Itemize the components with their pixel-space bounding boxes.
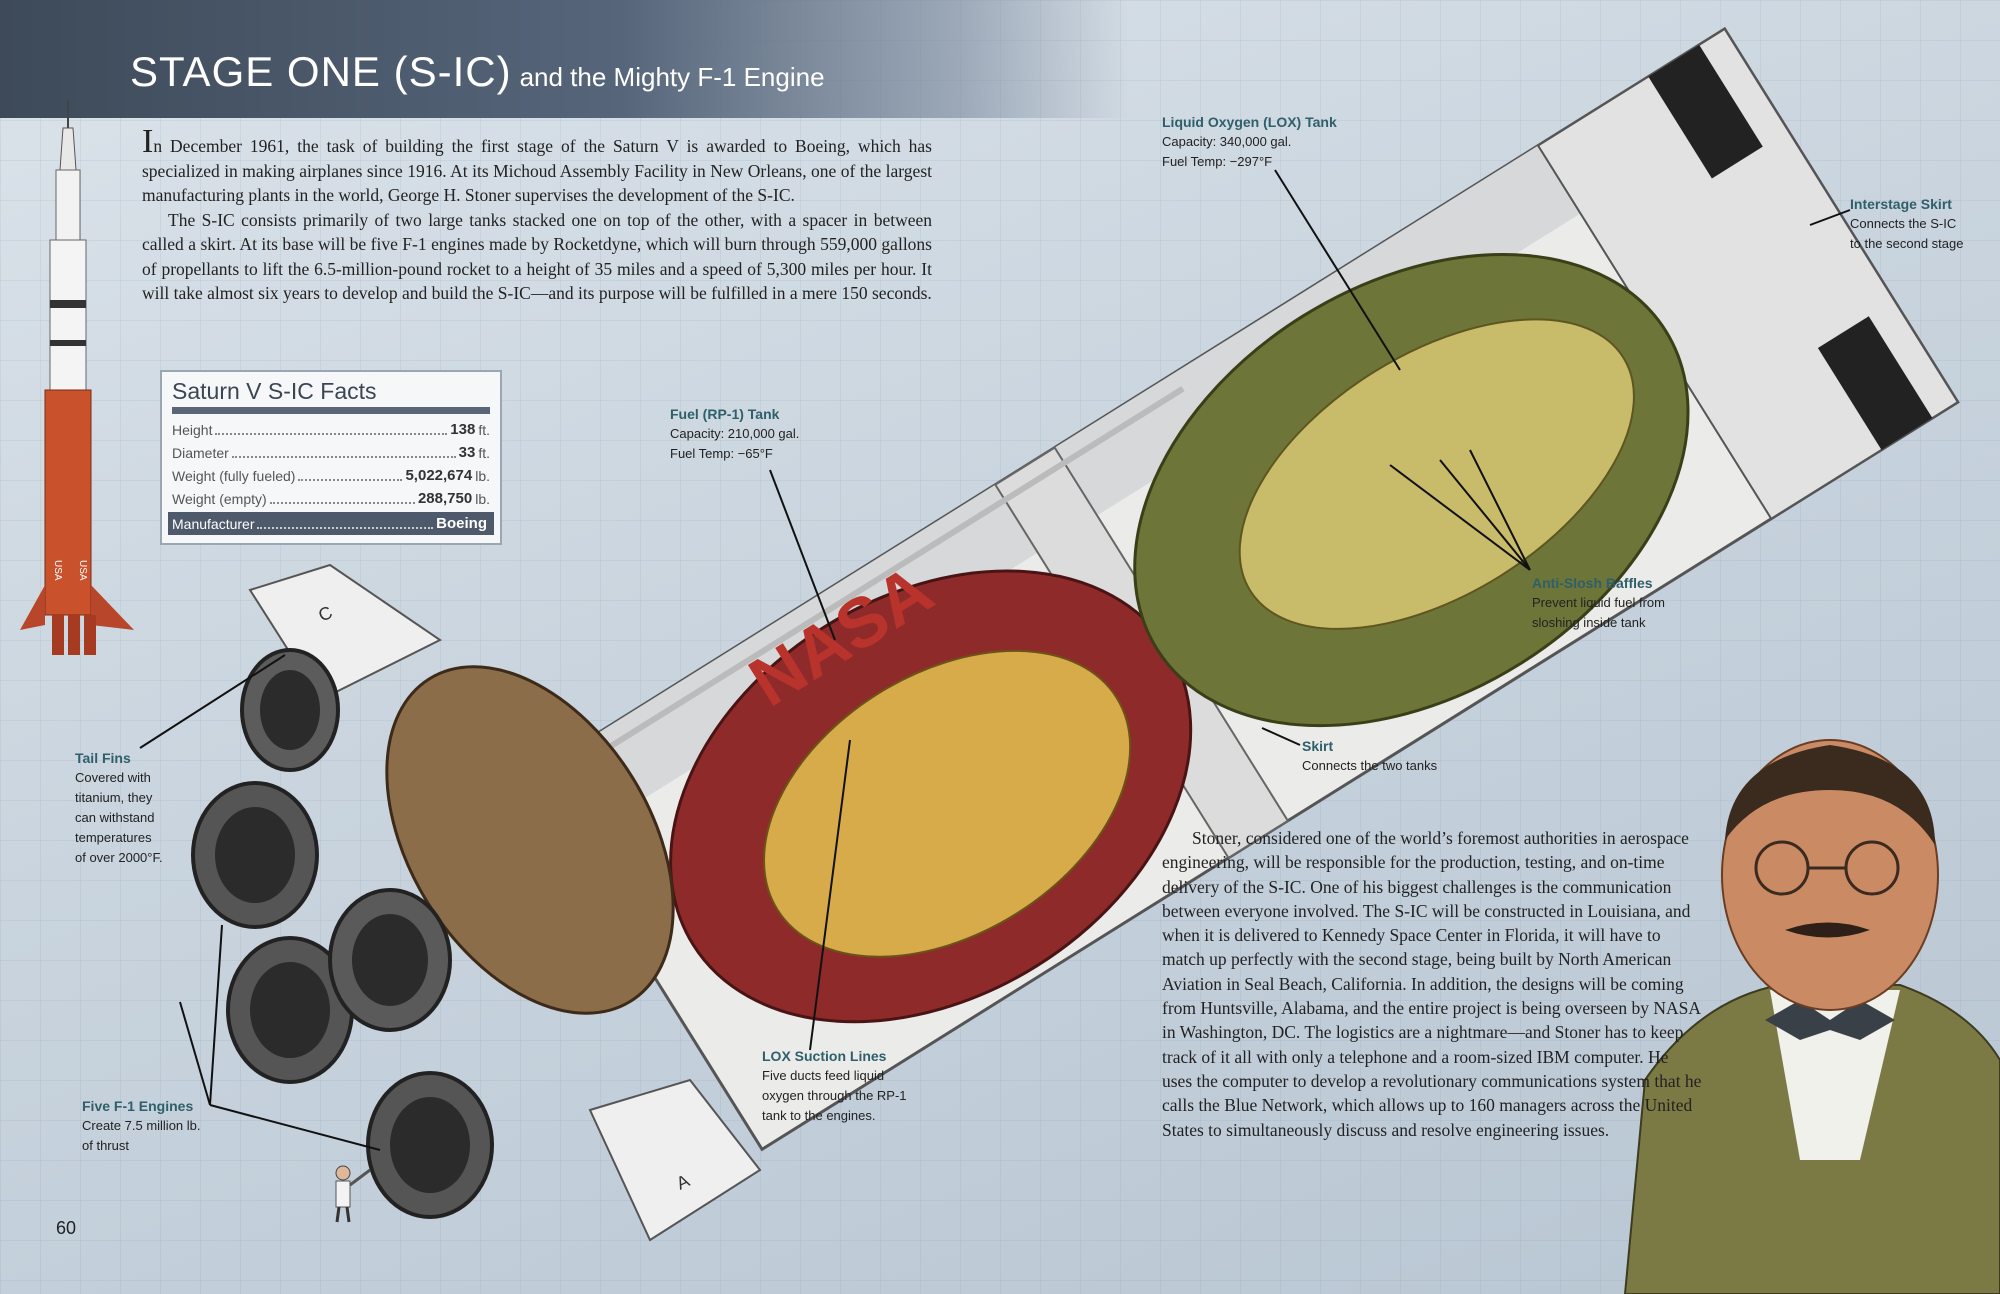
callout-line: Connects the S-IC <box>1850 216 1957 231</box>
facts-unit: lb. <box>475 467 490 484</box>
callout-skirt: Skirt Connects the two tanks <box>1302 736 1437 776</box>
intro-paragraph-1-text: n December 1961, the task of building th… <box>142 136 932 205</box>
facts-value: 288,750 <box>417 490 473 507</box>
intro-paragraph-1: In December 1961, the task of building t… <box>142 125 932 208</box>
callout-lox-suction-lines: LOX Suction Lines Five ducts feed liquid… <box>762 1046 907 1126</box>
intro-paragraph-2: The S-IC consists primarily of two large… <box>142 209 932 304</box>
callout-line: sloshing inside tank <box>1532 615 1646 630</box>
title-banner <box>0 0 1130 118</box>
portrait-george-stoner <box>1623 739 2000 1294</box>
f1-engine-2 <box>240 648 340 772</box>
page-title: STAGE ONE (S-IC)and the Mighty F-1 Engin… <box>130 48 825 96</box>
facts-value: 138 <box>450 421 476 438</box>
facts-label: Manufacturer <box>172 515 255 532</box>
callout-line: Create 7.5 million lb. <box>82 1118 201 1133</box>
callout-line: oxygen through the RP-1 <box>762 1088 907 1103</box>
callout-heading: Five F-1 Engines <box>82 1098 194 1114</box>
facts-label: Weight (fully fueled) <box>172 467 296 484</box>
f1-engine-5 <box>366 1071 494 1219</box>
callout-five-f1-engines: Five F-1 Engines Create 7.5 million lb. … <box>82 1096 201 1156</box>
callout-line: can withstand <box>75 810 155 825</box>
saturn-v-side-view: USA USA <box>20 100 134 655</box>
f1-engine-1 <box>191 781 319 929</box>
callout-line: titanium, they <box>75 790 153 805</box>
facts-title: Saturn V S-IC Facts <box>172 378 490 414</box>
callout-line: Capacity: 340,000 gal. <box>1162 134 1292 149</box>
callout-line: to the second stage <box>1850 236 1964 251</box>
callout-heading: Tail Fins <box>75 750 131 766</box>
callout-leader-lines <box>139 169 1851 1151</box>
facts-unit: ft. <box>478 444 490 461</box>
callout-line: Prevent liquid fuel from <box>1532 595 1665 610</box>
page-number: 60 <box>56 1218 77 1238</box>
facts-unit: lb. <box>475 490 490 507</box>
callout-heading: Liquid Oxygen (LOX) Tank <box>1162 114 1337 130</box>
callout-line: Fuel Temp: −65°F <box>670 446 773 461</box>
callout-lox-tank: Liquid Oxygen (LOX) Tank Capacity: 340,0… <box>1162 112 1337 172</box>
title-sub: and the Mighty F-1 Engine <box>519 62 825 92</box>
facts-value: 33 <box>458 444 476 461</box>
facts-value: Boeing <box>436 515 487 532</box>
engineer-scale-figure <box>335 1165 371 1223</box>
intro-dropcap: I <box>142 123 154 160</box>
callout-line: of over 2000°F. <box>75 850 163 865</box>
facts-row-manufacturer: Manufacturer Boeing <box>168 512 494 535</box>
facts-value: 5,022,674 <box>405 467 473 484</box>
callout-line: Covered with <box>75 770 151 785</box>
callout-line: of thrust <box>82 1138 129 1153</box>
callout-heading: Skirt <box>1302 738 1334 754</box>
callout-fuel-tank: Fuel (RP-1) Tank Capacity: 210,000 gal. … <box>670 404 799 464</box>
callout-line: Fuel Temp: −297°F <box>1162 154 1273 169</box>
callout-tail-fins: Tail Fins Covered with titanium, they ca… <box>75 748 163 868</box>
facts-label: Weight (empty) <box>172 490 267 507</box>
stoner-story-paragraph: Stoner, considered one of the world’s fo… <box>1162 828 1702 1140</box>
f1-engine-3 <box>226 936 354 1084</box>
stoner-story: Stoner, considered one of the world’s fo… <box>1162 826 1702 1142</box>
callout-heading: Fuel (RP-1) Tank <box>670 406 780 422</box>
callout-line: temperatures <box>75 830 152 845</box>
callout-interstage-skirt: Interstage Skirt Connects the S-IC to th… <box>1850 194 1963 254</box>
intro-text: In December 1961, the task of building t… <box>142 125 932 306</box>
callout-heading: Anti-Slosh Baffles <box>1532 575 1653 591</box>
callout-heading: Interstage Skirt <box>1850 196 1952 212</box>
callout-heading: LOX Suction Lines <box>762 1048 887 1064</box>
side-rocket-usa-right: USA <box>77 560 88 581</box>
facts-label: Diameter <box>172 444 229 461</box>
side-rocket-usa-left: USA <box>52 560 63 581</box>
callout-line: tank to the engines. <box>762 1108 876 1123</box>
title-main: STAGE ONE (S-IC) <box>130 48 512 95</box>
callout-anti-slosh-baffles: Anti-Slosh Baffles Prevent liquid fuel f… <box>1532 573 1665 633</box>
facts-label: Height <box>172 421 213 438</box>
f1-engine-4 <box>328 888 452 1032</box>
callout-line: Capacity: 210,000 gal. <box>670 426 800 441</box>
callout-line: Five ducts feed liquid <box>762 1068 885 1083</box>
callout-line: Connects the two tanks <box>1302 758 1438 773</box>
facts-unit: ft. <box>478 421 490 438</box>
